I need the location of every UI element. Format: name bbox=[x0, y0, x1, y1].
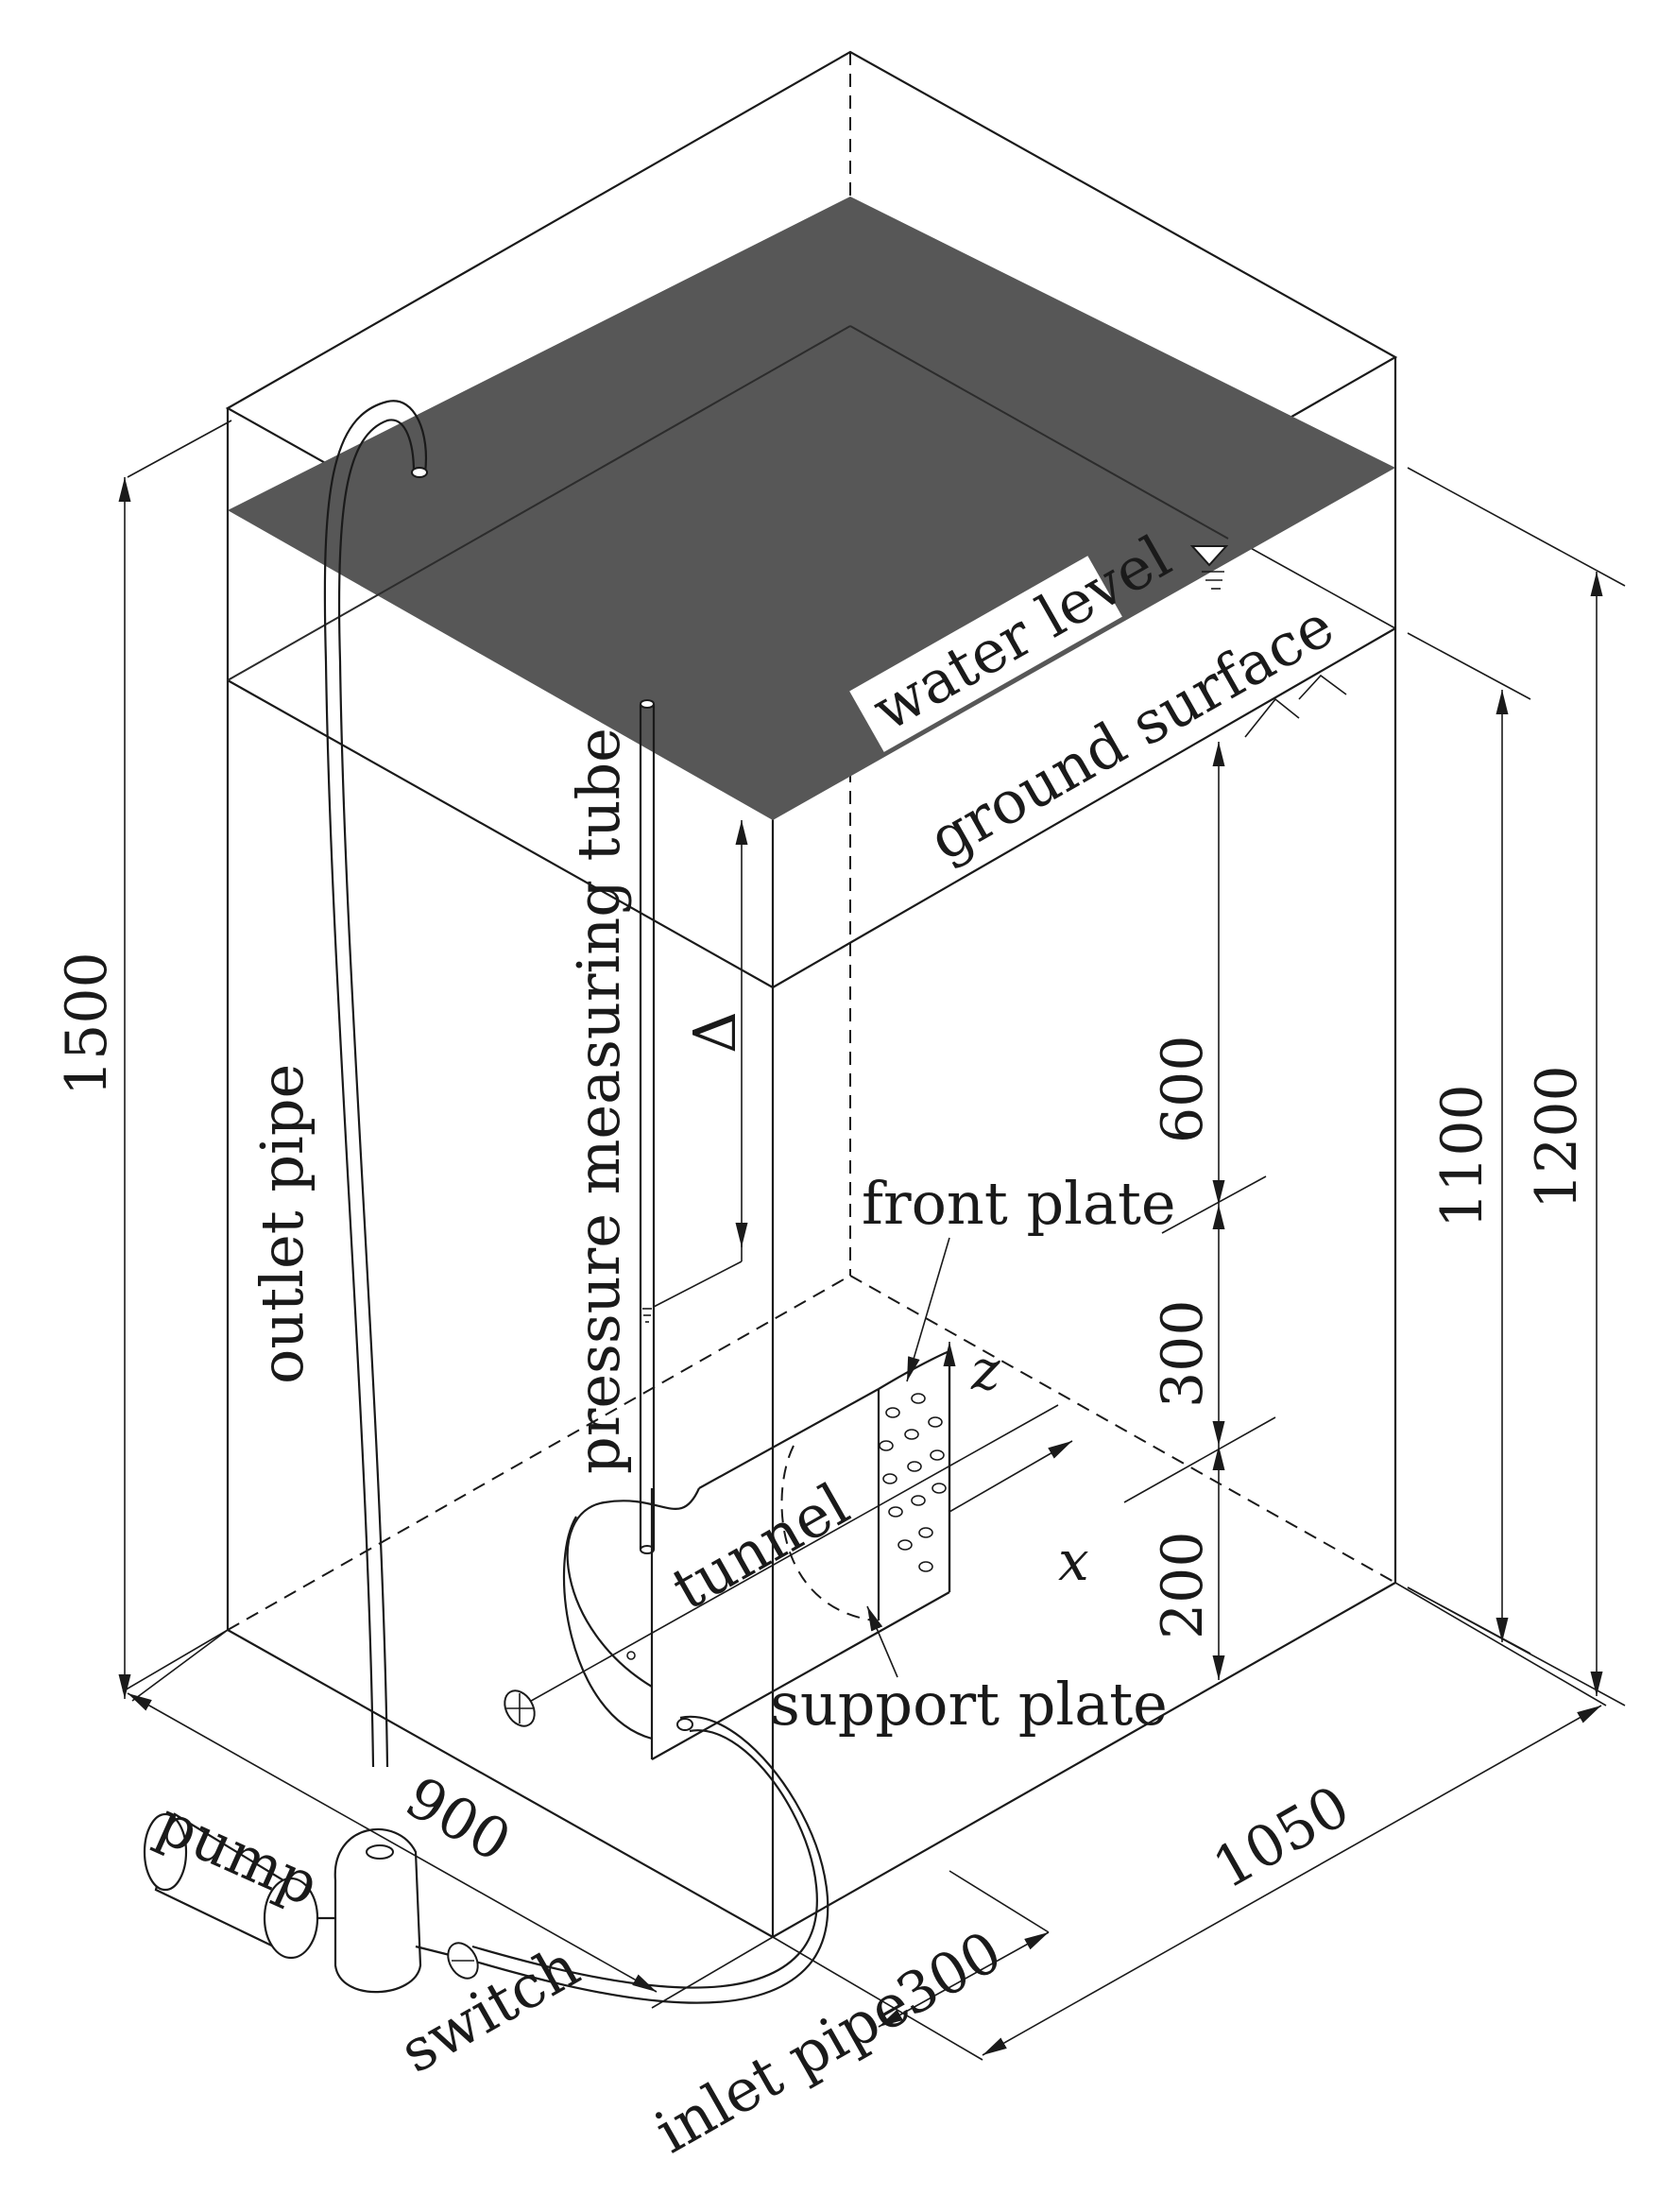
dimension-600-300-200 bbox=[1123, 742, 1276, 1680]
delta-label: Δ bbox=[680, 1011, 749, 1054]
dimension-1050 bbox=[772, 1582, 1607, 2061]
outlet-pipe bbox=[323, 400, 428, 1768]
front-plate-leader bbox=[906, 1237, 950, 1382]
axis-x-label: x bbox=[1058, 1529, 1089, 1593]
dimension-1200 bbox=[1407, 467, 1626, 1706]
support-plate-leader bbox=[866, 1605, 898, 1678]
pressure-tube-label: pressure measuring tube bbox=[564, 728, 633, 1474]
dim-300-label: 300 bbox=[1150, 1299, 1216, 1408]
dim-200-label: 200 bbox=[1150, 1531, 1216, 1639]
tunnel-label: tunnel bbox=[660, 1469, 860, 1623]
inlet-pipe-label: inlet pipe bbox=[643, 1968, 921, 2167]
front-plate-label: front plate bbox=[862, 1169, 1176, 1238]
dim-900-label: 900 bbox=[395, 1764, 521, 1875]
ground-symbol-icon bbox=[1244, 674, 1347, 738]
pressure-measuring-tube bbox=[639, 699, 743, 1554]
support-plate-label: support plate bbox=[770, 1670, 1168, 1739]
outlet-pipe-label: outlet pipe bbox=[248, 1064, 316, 1384]
water-level-symbol-icon bbox=[1189, 545, 1229, 590]
axis-z-label: z bbox=[970, 1338, 1000, 1402]
coordinate-axes bbox=[943, 1342, 1073, 1592]
dim-600-label: 600 bbox=[1150, 1035, 1216, 1143]
dim-1500-label: 1500 bbox=[54, 952, 120, 1096]
dim-1100-label: 1100 bbox=[1429, 1084, 1496, 1228]
dimension-1500 bbox=[118, 420, 232, 1702]
dim-1050-label: 1050 bbox=[1203, 1774, 1360, 1902]
dimension-900 bbox=[122, 1629, 774, 2009]
switch-label: switch bbox=[388, 1931, 590, 2086]
dim-1200-label: 1200 bbox=[1524, 1065, 1590, 1209]
water-surface bbox=[227, 197, 1395, 820]
front-plate-holes bbox=[879, 1393, 947, 1572]
